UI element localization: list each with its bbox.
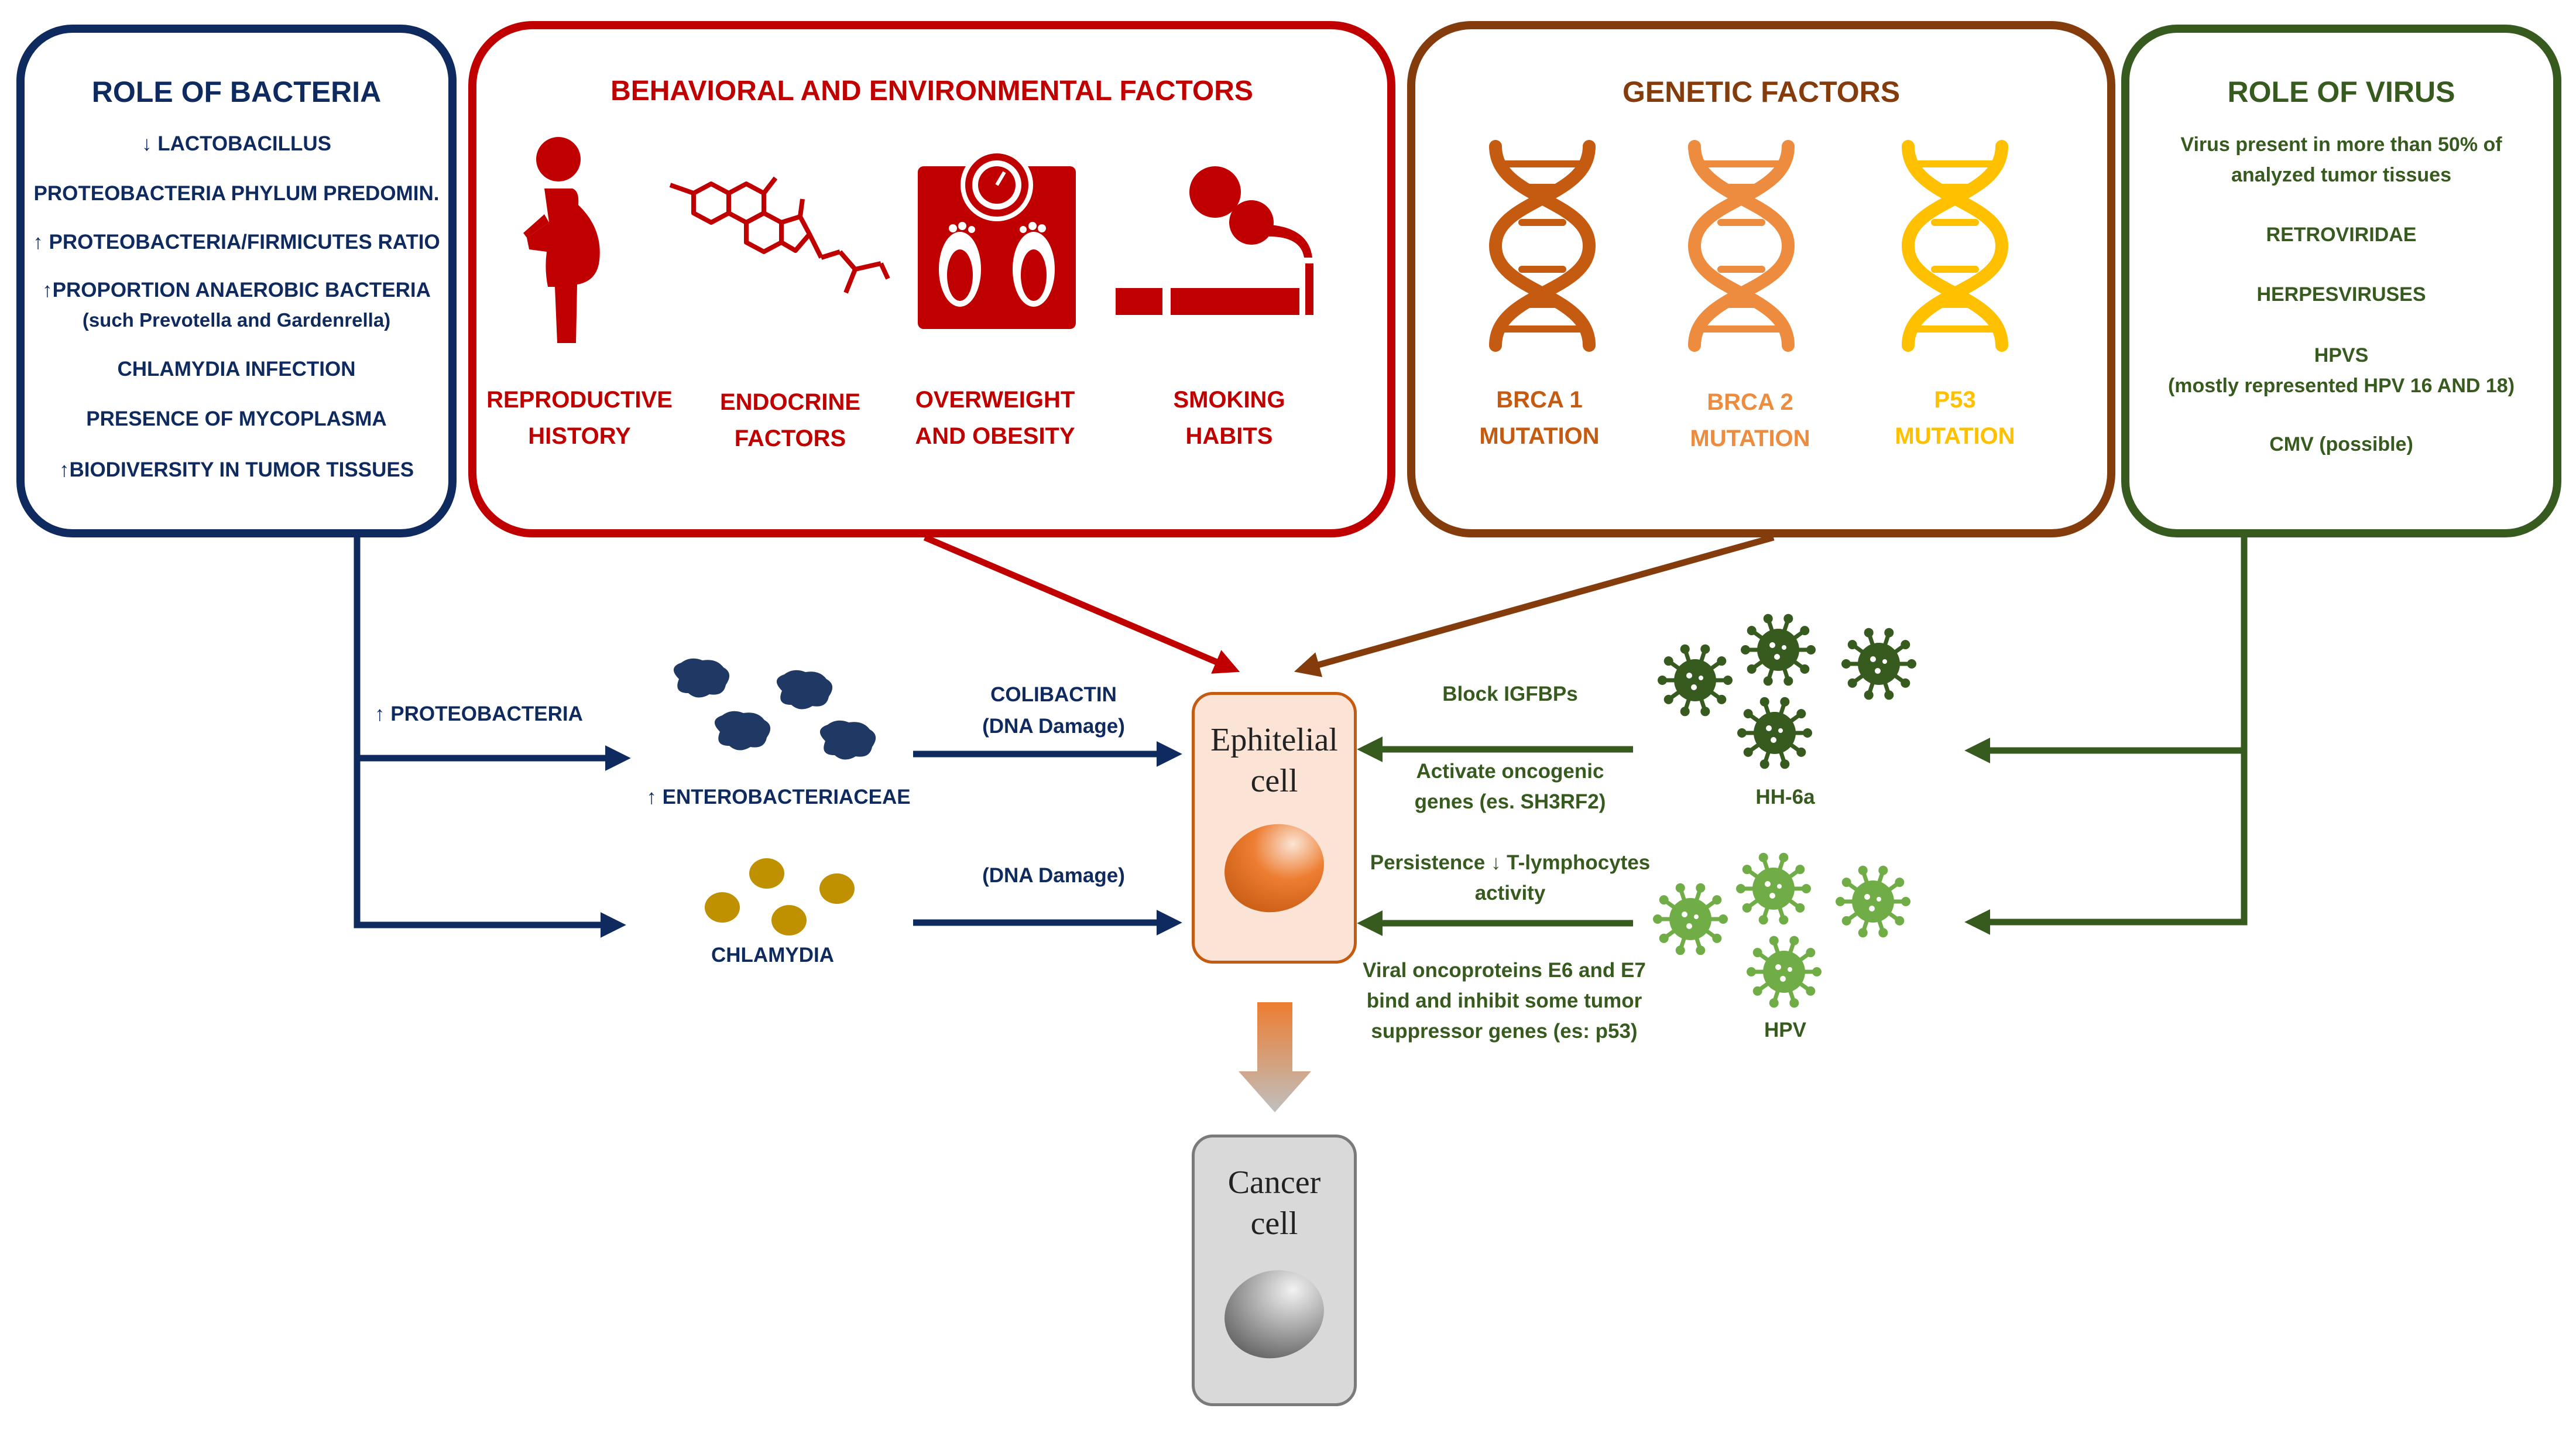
persistence-line1: Persistence ↓ T-lymphocytes: [1370, 851, 1651, 874]
virus-item: analyzed tumor tissues: [2231, 164, 2451, 186]
persistence-line2: activity: [1474, 882, 1546, 904]
virus-item: RETROVIRIDAE: [2266, 224, 2417, 246]
bacteria-title: ROLE OF BACTERIA: [91, 76, 382, 108]
bacteria-box: ROLE OF BACTERIA ↓ LACTOBACILLUS PROTEOB…: [16, 25, 457, 537]
viral-line1: Viral oncoproteins E6 and E7: [1363, 959, 1646, 982]
virus-particle-icon: [1747, 935, 1822, 1008]
block-igfbps-label: Block IGFBPs: [1442, 683, 1578, 705]
epithelial-cell: Ephitelial cell: [1192, 692, 1357, 964]
overweight-line1: OVERWEIGHT: [915, 387, 1075, 413]
virus-item: HPVS: [2314, 344, 2369, 366]
brca1-line1: BRCA 1: [1496, 387, 1583, 413]
weight-scale-icon: [918, 149, 1076, 329]
colibactin-line1: COLIBACTIN: [990, 683, 1117, 706]
cancer-label-2: cell: [1250, 1205, 1298, 1242]
viral-line2: bind and inhibit some tumor: [1366, 989, 1642, 1012]
cancer-label-1: Cancer: [1227, 1164, 1321, 1201]
bacteria-item: CHLAMYDIA INFECTION: [117, 358, 356, 381]
colibactin-line2: (DNA Damage): [982, 715, 1125, 738]
genetic-title: GENETIC FACTORS: [1622, 76, 1901, 108]
brca2-line2: MUTATION: [1690, 426, 1810, 451]
cancer-cell: Cancer cell: [1192, 1135, 1357, 1406]
reproductive-label: REPRODUCTIVE HISTORY: [480, 382, 679, 454]
brca1-line2: MUTATION: [1479, 423, 1600, 449]
virus-box: ROLE OF VIRUS Virus present in more than…: [2121, 25, 2561, 537]
virus-particle-icon: [1836, 865, 1910, 938]
cigarette-icon: [1116, 166, 1313, 315]
activate-line1: Activate oncogenic: [1416, 760, 1604, 783]
virus-title: ROLE OF VIRUS: [2227, 76, 2455, 108]
endocrine-line2: FACTORS: [734, 426, 846, 451]
steroid-molecule-icon: [669, 176, 890, 294]
virus-particle-icon: [1653, 883, 1728, 955]
bacteria-item: ↑BIODIVERSITY IN TUMOR TISSUES: [59, 458, 414, 481]
brca1-label: BRCA 1 MUTATION: [1452, 382, 1627, 454]
p53-label: P53 MUTATION: [1867, 382, 2043, 454]
endocrine-label: ENDOCRINE FACTORS: [691, 384, 890, 457]
hpv-label: HPV: [1764, 1019, 1806, 1041]
dna-damage-label: (DNA Damage): [982, 864, 1125, 887]
p53-line2: MUTATION: [1895, 423, 2015, 449]
bacteria-item: ↑ PROTEOBACTERIA/FIRMICUTES RATIO: [33, 231, 440, 253]
epithelial-label-2: cell: [1250, 763, 1298, 799]
smoking-label: SMOKING HABITS: [1130, 382, 1329, 454]
smoking-line1: SMOKING: [1173, 387, 1285, 413]
colibactin-label: COLIBACTIN (DNA Damage): [925, 679, 1182, 742]
chlamydia-label: CHLAMYDIA: [711, 944, 834, 967]
proteobacteria-label: ↑ PROTEOBACTERIA: [375, 702, 583, 725]
enterobacteriaceae-label: ↑ ENTEROBACTERIACEAE: [646, 786, 911, 808]
brca2-line1: BRCA 2: [1707, 389, 1793, 415]
bacteria-item: (such Prevotella and Gardenrella): [82, 309, 391, 331]
bacteria-item: PROTEOBACTERIA PHYLUM PREDOMIN.: [33, 182, 440, 205]
chlamydia-icon: [705, 858, 855, 935]
dna-helix-icon: [1901, 140, 2009, 352]
bacteria-item: ↑PROPORTION ANAEROBIC BACTERIA: [42, 279, 431, 301]
reproductive-line1: REPRODUCTIVE: [486, 387, 673, 413]
genetic-box: GENETIC FACTORS: [1407, 21, 2115, 537]
bacteria-item: PRESENCE OF MYCOPLASMA: [86, 407, 387, 430]
epithelial-label-1: Ephitelial: [1210, 722, 1338, 758]
viral-line3: suppressor genes (es: p53): [1371, 1020, 1638, 1043]
reproductive-line2: HISTORY: [528, 423, 631, 449]
nucleus-gray-icon: [1224, 1270, 1324, 1359]
smoking-line2: HABITS: [1185, 423, 1273, 449]
virus-particle-icon: [1736, 852, 1811, 925]
nucleus-orange-icon: [1224, 824, 1324, 913]
bacteria-item: ↓ LACTOBACILLUS: [141, 132, 332, 155]
p53-line1: P53: [1934, 387, 1976, 413]
pregnant-woman-icon: [523, 137, 600, 343]
behavioral-title: BEHAVIORAL AND ENVIRONMENTAL FACTORS: [610, 76, 1253, 107]
hh6a-label: HH-6a: [1755, 786, 1815, 808]
virus-particle-icon: [1841, 628, 1916, 700]
viral-oncoproteins-label: Viral oncoproteins E6 and E7 bind and in…: [1346, 955, 1662, 1047]
virus-particle-icon: [1737, 697, 1812, 769]
virus-item: HERPESVIRUSES: [2256, 283, 2426, 306]
dna-helix-icon: [1687, 140, 1795, 352]
virus-item: Virus present in more than 50% of: [2180, 133, 2502, 156]
activate-line2: genes (es. SH3RF2): [1414, 790, 1606, 813]
enterobacteriaceae-icon: [673, 658, 876, 760]
virus-particle-icon: [1741, 614, 1816, 686]
dna-helix-icon: [1488, 140, 1596, 352]
persistence-label: Persistence ↓ T-lymphocytes activity: [1352, 848, 1668, 909]
overweight-label: OVERWEIGHT AND OBESITY: [896, 382, 1095, 454]
overweight-line2: AND OBESITY: [915, 423, 1075, 449]
virus-item: CMV (possible): [2269, 433, 2413, 455]
activate-oncogenic-label: Activate oncogenic genes (es. SH3RF2): [1381, 756, 1639, 817]
brca2-label: BRCA 2 MUTATION: [1662, 384, 1838, 457]
virus-particle-icon: [1658, 644, 1733, 717]
endocrine-line1: ENDOCRINE: [719, 389, 861, 415]
virus-item: (mostly represented HPV 16 AND 18): [2167, 375, 2515, 397]
